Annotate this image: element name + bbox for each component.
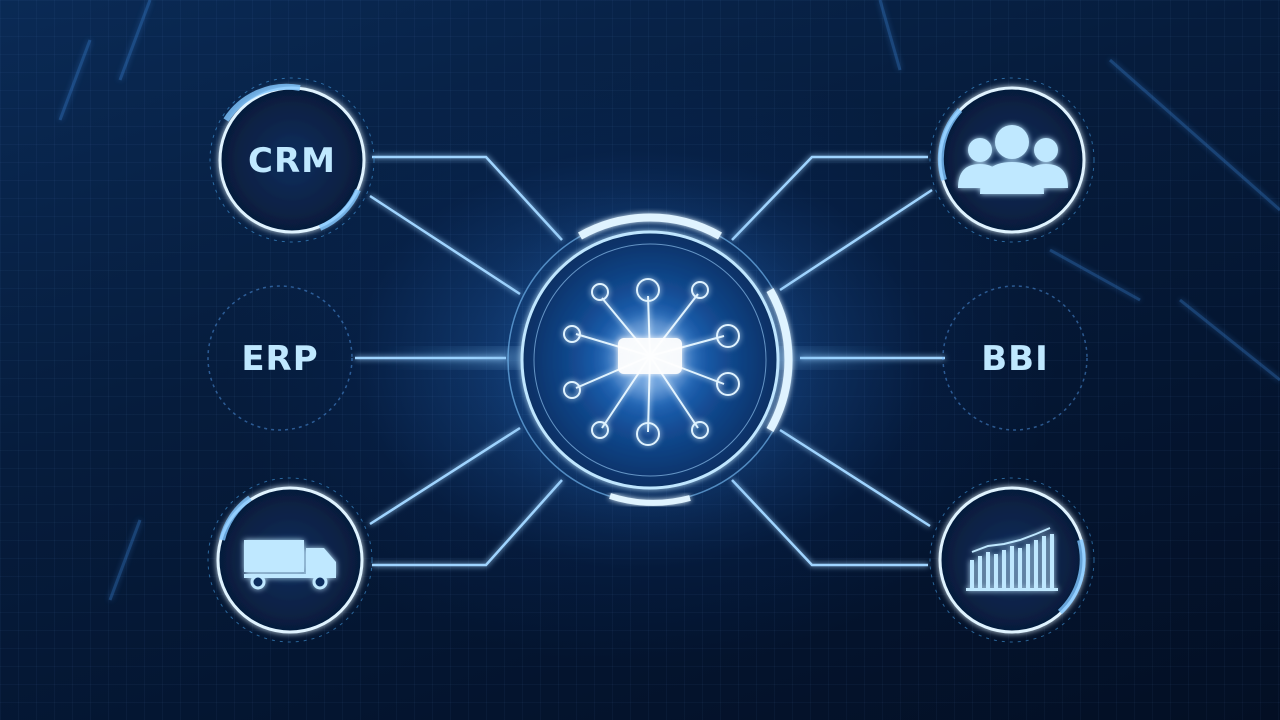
- crm-label: CRM: [248, 141, 336, 181]
- connector-chart: [731, 479, 928, 567]
- bar-chart-icon: [966, 527, 1058, 591]
- node-chart: [929, 477, 1095, 643]
- bbi-label: BBI: [981, 339, 1048, 379]
- connector-people: [731, 155, 928, 241]
- erp-label: ERP: [241, 339, 318, 379]
- node-bbi: BBI: [942, 285, 1088, 431]
- node-crm: CRM: [209, 77, 375, 243]
- connector-crm: [372, 155, 563, 241]
- node-erp: ERP: [207, 285, 353, 431]
- background-light-streaks: [58, 0, 1280, 601]
- truck-icon: [244, 540, 336, 590]
- connector-truck: [372, 479, 563, 567]
- node-people: [929, 77, 1095, 243]
- central-hub: [470, 180, 830, 540]
- people-icon: [958, 125, 1068, 194]
- node-truck: [207, 477, 373, 643]
